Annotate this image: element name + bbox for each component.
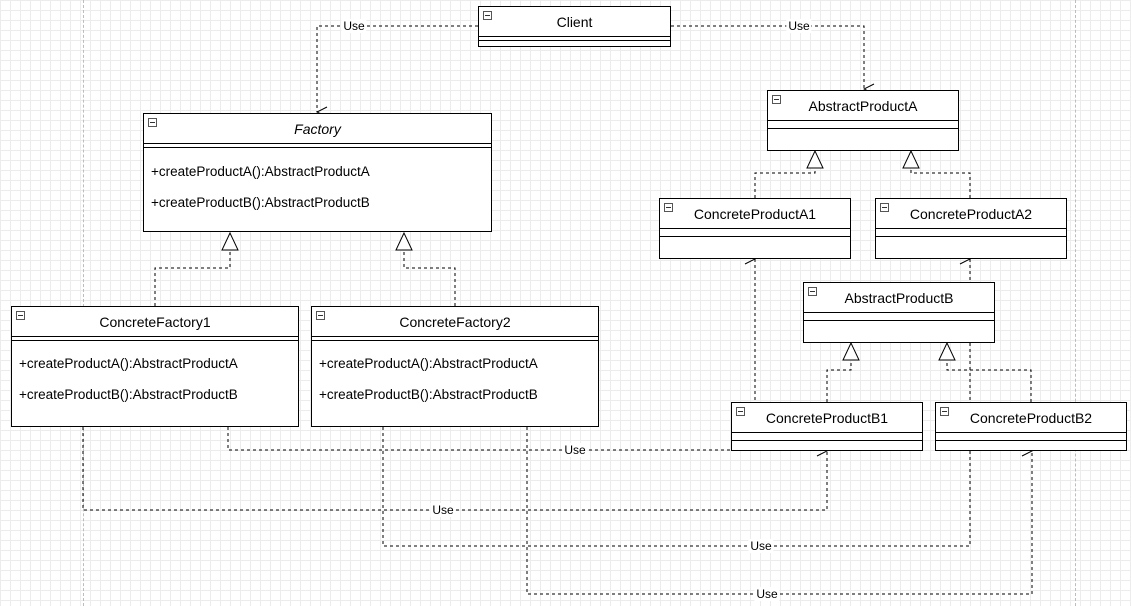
class-concrete-factory2[interactable]: ConcreteFactory2 +createProductA():Abstr… <box>311 306 599 427</box>
collapse-icon[interactable] <box>808 287 817 296</box>
method-create-product-a[interactable]: +createProductA():AbstractProductA <box>319 356 538 371</box>
edge-label-cf2-b2[interactable]: Use <box>754 587 780 601</box>
inheritance-arrow-abstract-b-1 <box>842 341 860 361</box>
page-guide-left <box>83 0 84 606</box>
collapse-icon[interactable] <box>880 203 889 212</box>
collapse-icon[interactable] <box>316 311 325 320</box>
page-guide-right <box>1075 0 1076 606</box>
method-compartment: +createProductA():AbstractProductA +crea… <box>312 341 598 410</box>
class-name: ConcreteFactory1 <box>99 313 211 330</box>
edge-label-cf2-a2[interactable]: Use <box>748 539 774 553</box>
collapse-icon[interactable] <box>940 407 949 416</box>
attribute-compartment <box>768 121 958 129</box>
collapse-icon[interactable] <box>664 203 673 212</box>
class-concrete-product-a2[interactable]: ConcreteProductA2 <box>875 198 1067 259</box>
edge-label-client-product-a[interactable]: Use <box>786 19 812 33</box>
class-name: Client <box>556 13 593 30</box>
edge-cf2-factory <box>403 250 456 306</box>
class-concrete-product-b2[interactable]: ConcreteProductB2 <box>935 402 1127 451</box>
class-concrete-factory2-header: ConcreteFactory2 <box>312 307 598 337</box>
edge-cf1-b1 <box>82 427 827 511</box>
edge-b1-abstract-b <box>826 360 852 402</box>
class-client[interactable]: Client <box>478 6 671 47</box>
attribute-compartment <box>936 433 1126 441</box>
class-abstract-product-b[interactable]: AbstractProductB <box>803 282 995 343</box>
attribute-compartment <box>660 229 850 237</box>
class-concrete-factory1[interactable]: ConcreteFactory1 +createProductA():Abstr… <box>11 306 299 427</box>
collapse-icon[interactable] <box>736 407 745 416</box>
edge-b2-abstract-b <box>946 360 1032 402</box>
class-name: ConcreteProductB2 <box>969 409 1093 426</box>
edge-a2-abstract-a <box>910 168 971 198</box>
attribute-compartment <box>144 144 491 148</box>
method-create-product-a[interactable]: +createProductA():AbstractProductA <box>151 164 370 179</box>
inheritance-arrow-abstract-a-1 <box>806 149 824 169</box>
inheritance-arrow-abstract-b-2 <box>938 341 956 361</box>
edge-label-cf1-b1[interactable]: Use <box>430 503 456 517</box>
class-abstract-product-a[interactable]: AbstractProductA <box>767 90 959 151</box>
attribute-compartment <box>804 313 994 321</box>
edge-a1-abstract-a <box>754 168 816 198</box>
class-concrete-product-b2-header: ConcreteProductB2 <box>936 403 1126 433</box>
class-factory[interactable]: Factory +createProductA():AbstractProduc… <box>143 113 492 232</box>
class-concrete-product-a1-header: ConcreteProductA1 <box>660 199 850 229</box>
edge-cf1-factory <box>154 250 231 306</box>
class-abstract-product-a-header: AbstractProductA <box>768 91 958 121</box>
collapse-icon[interactable] <box>772 95 781 104</box>
class-name: ConcreteFactory2 <box>399 313 511 330</box>
attribute-compartment <box>479 37 670 41</box>
class-abstract-product-b-header: AbstractProductB <box>804 283 994 313</box>
inheritance-arrow-factory-1 <box>221 231 239 251</box>
class-name: ConcreteProductA1 <box>693 205 817 222</box>
class-factory-header: Factory <box>144 114 491 144</box>
method-create-product-b[interactable]: +createProductB():AbstractProductB <box>151 195 370 210</box>
edge-client-factory <box>317 25 478 112</box>
edge-label-cf1-a1[interactable]: Use <box>562 443 588 457</box>
method-create-product-a[interactable]: +createProductA():AbstractProductA <box>19 356 238 371</box>
class-concrete-factory1-header: ConcreteFactory1 <box>12 307 298 337</box>
attribute-compartment <box>732 433 922 441</box>
class-name: AbstractProductA <box>808 97 918 114</box>
class-name: AbstractProductB <box>844 289 954 306</box>
collapse-icon[interactable] <box>16 311 25 320</box>
collapse-icon[interactable] <box>483 11 492 20</box>
attribute-compartment <box>876 229 1066 237</box>
class-concrete-product-b1[interactable]: ConcreteProductB1 <box>731 402 923 451</box>
class-concrete-product-b1-header: ConcreteProductB1 <box>732 403 922 433</box>
edge-label-client-factory[interactable]: Use <box>341 19 367 33</box>
method-create-product-b[interactable]: +createProductB():AbstractProductB <box>319 387 538 402</box>
edge-client-product-a <box>671 25 864 89</box>
class-name: Factory <box>294 120 341 137</box>
method-create-product-b[interactable]: +createProductB():AbstractProductB <box>19 387 238 402</box>
class-concrete-product-a1[interactable]: ConcreteProductA1 <box>659 198 851 259</box>
attribute-compartment <box>12 337 298 341</box>
class-name: ConcreteProductA2 <box>909 205 1033 222</box>
method-compartment: +createProductA():AbstractProductA +crea… <box>144 148 491 218</box>
class-concrete-product-a2-header: ConcreteProductA2 <box>876 199 1066 229</box>
collapse-icon[interactable] <box>148 118 157 127</box>
inheritance-arrow-factory-2 <box>395 231 413 251</box>
inheritance-arrow-abstract-a-2 <box>902 149 920 169</box>
class-name: ConcreteProductB1 <box>765 409 889 426</box>
attribute-compartment <box>312 337 598 341</box>
method-compartment: +createProductA():AbstractProductA +crea… <box>12 341 298 410</box>
class-client-header: Client <box>479 7 670 37</box>
